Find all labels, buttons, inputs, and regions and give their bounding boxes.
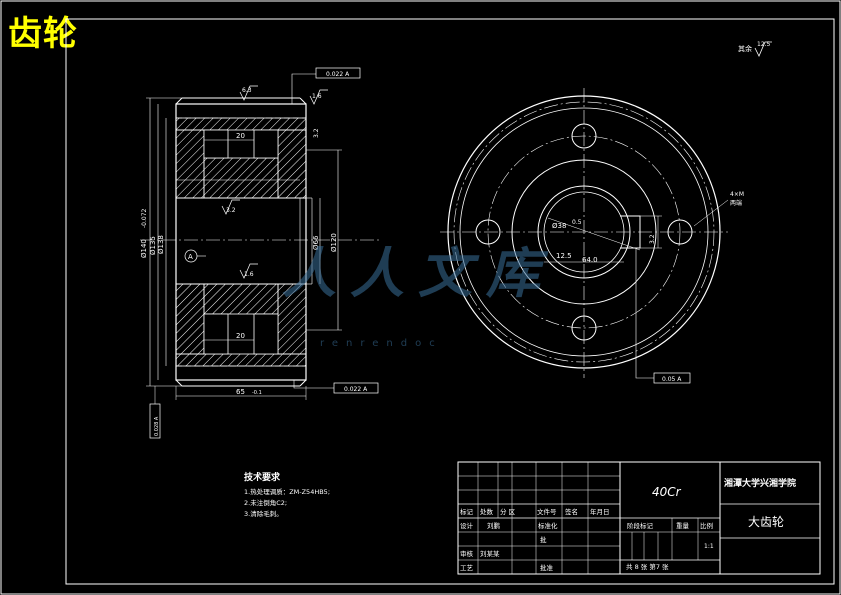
rough-keyway: 3.2 — [649, 234, 656, 244]
chamfer-note: 4×M — [730, 191, 744, 198]
tol-frame-bottom: 0.022 A — [344, 386, 368, 393]
technical-requirements: 技术要求 1.热处理调质：ZM-Z54HB5; 2.未注倒角C2; 3.清除毛刺… — [244, 471, 330, 518]
chamfer-note-2: 两端 — [730, 199, 742, 207]
tech-req-item-1: 1.热处理调质：ZM-Z54HB5; — [244, 487, 330, 496]
dim-inner-bottom: 20 — [236, 332, 245, 340]
row-approve: 批准 — [540, 563, 554, 572]
tech-req-item-3: 3.清除毛刺。 — [244, 509, 283, 518]
dim-overall-width: 65 — [236, 388, 245, 396]
checker-name: 刘某某 — [480, 549, 500, 558]
tol-frame-left: 0.028 A — [154, 416, 160, 436]
weight-label: 重量 — [676, 522, 690, 530]
stage-mark-label: 阶段标记 — [627, 521, 654, 530]
hdr-count: 处数 — [480, 507, 494, 516]
dim-inner-top: 20 — [236, 132, 245, 140]
rough-top: 6.3 — [242, 87, 252, 94]
part-name: 大齿轮 — [748, 515, 784, 529]
hdr-date: 年月日 — [590, 507, 610, 516]
dim-hub-diameter-right: Ø120 — [330, 233, 338, 252]
dim-outer-diameter-tol: -0.072 — [141, 208, 148, 228]
row-design: 设计 — [460, 521, 474, 530]
tech-req-title: 技术要求 — [244, 471, 281, 483]
hdr-sign: 签名 — [565, 507, 578, 516]
material: 40Cr — [652, 485, 682, 499]
dim-keyway-diameter: Ø38 — [552, 222, 566, 230]
section-view: Ø140 -0.072 Ø135 Ø138 Ø120 Ø66 20 20 65 … — [140, 67, 380, 439]
roughness-label: 其余 — [738, 44, 752, 53]
hdr-zone: 分 区 — [500, 507, 516, 516]
title-block: 标记 处数 分 区 文件号 签名 年月日 设计 刘鹏 标准化 批 审核 刘某某 … — [457, 461, 821, 575]
scale-value: 1:1 — [704, 543, 714, 550]
rough-side: 3.2 — [313, 128, 320, 138]
approve-mark: 批 — [540, 535, 547, 544]
sheet-info: 共 8 张 第7 张 — [626, 562, 669, 571]
rough-right: 1.6 — [312, 93, 322, 100]
dim-keyway-value: 0.5 — [572, 219, 582, 226]
general-roughness-note: 其余 12.5 — [738, 41, 772, 57]
tol-frame-front: 0.05 A — [662, 376, 682, 383]
watermark-logo-text: 人人文库 — [282, 242, 554, 305]
dim-key-width: 12.5 — [556, 252, 572, 260]
watermark: 人人文库 renrendoc — [282, 242, 554, 349]
school-name: 湘潭大学兴湘学院 — [724, 477, 796, 489]
tech-req-item-2: 2.未注倒角C2; — [244, 498, 287, 507]
dim-overall-width-tol: -0.1 — [252, 390, 262, 396]
dim-hub-diameter: Ø138 — [157, 235, 165, 254]
designer-name: 刘鹏 — [487, 521, 501, 530]
rough-mid: 1.6 — [244, 271, 254, 278]
rough-bore: 3.2 — [226, 207, 236, 214]
front-view: Ø38 0.5 12.5 64.0 3.2 4×M 两端 0.05 A — [440, 88, 744, 384]
row-process: 工艺 — [460, 564, 474, 572]
dim-root-diameter: Ø135 — [149, 236, 157, 255]
dim-key-depth: 64.0 — [582, 256, 598, 264]
inner-border — [65, 18, 835, 585]
tol-frame-top: 0.022 A — [326, 71, 350, 78]
hdr-mark: 标记 — [460, 507, 474, 516]
dim-outer-diameter: Ø140 — [140, 239, 148, 258]
scale-label: 比例 — [700, 521, 713, 530]
hdr-doc: 文件号 — [537, 507, 557, 516]
row-standard: 标准化 — [538, 521, 558, 530]
watermark-url-text: renrendoc — [320, 338, 443, 349]
datum-a-label: A — [188, 253, 193, 261]
row-check: 审核 — [460, 549, 474, 558]
dim-bore-diameter: Ø66 — [312, 235, 320, 250]
